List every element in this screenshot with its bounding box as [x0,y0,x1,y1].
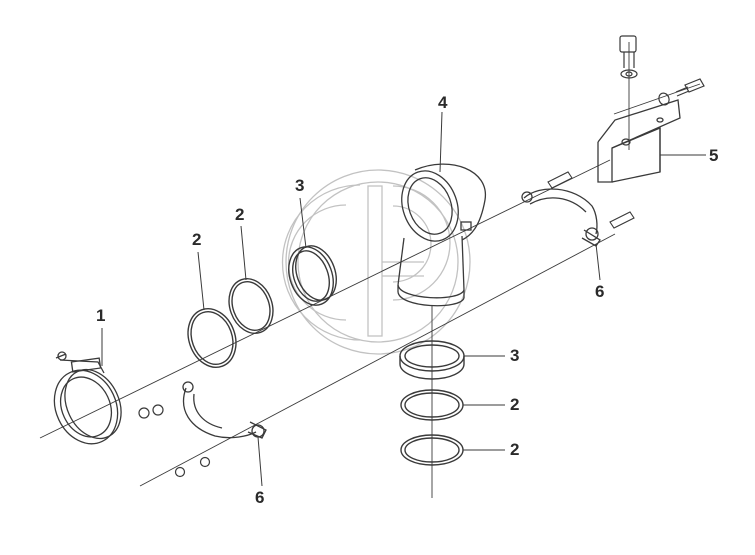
v-band-clamp [53,351,122,445]
leader-2b [240,225,247,281]
leader-2a [197,251,205,311]
seal-ring-left [288,245,337,306]
center-lines [39,42,701,498]
callout-4: 4 [438,93,448,112]
mounting-bracket [597,99,681,183]
bolts-top [619,35,705,106]
elbow-pipe [397,163,486,307]
callout-1: 1 [96,306,106,325]
leader-3a [299,197,307,249]
leader-6b [257,436,263,487]
leader-6a [595,243,601,281]
leader-4 [439,111,443,173]
callout-3-b: 3 [510,346,520,365]
callout-2-a: 2 [192,230,202,249]
callout-2-d: 2 [510,440,520,459]
lower-axis-line [139,233,616,487]
callout-3-a: 3 [295,176,305,195]
half-clamp-left [182,381,267,439]
callout-2-b: 2 [235,205,245,224]
nuts-small [138,404,211,478]
leader-lines [101,111,706,487]
callout-6-a: 6 [595,282,605,301]
gaskets-left [187,278,274,368]
callout-5: 5 [709,146,719,165]
watermark-logo [281,169,471,355]
callout-6-b: 6 [255,488,265,507]
half-clamp-right [521,188,601,247]
bolt-axis-line [613,83,701,115]
callout-2-c: 2 [510,395,520,414]
bolts-middle [547,171,635,229]
